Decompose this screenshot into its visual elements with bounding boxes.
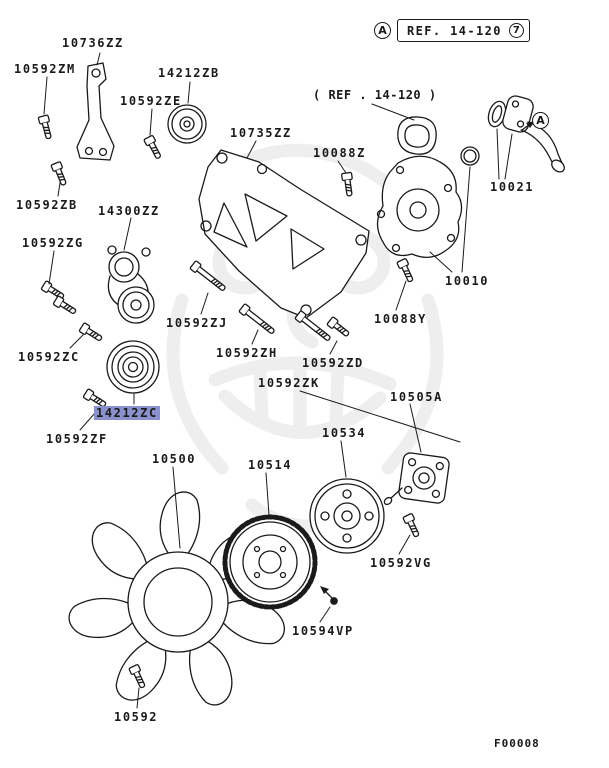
part-label[interactable]: 10088Z [313, 146, 366, 160]
ref-link-box[interactable]: REF. 14-120 7 [397, 19, 530, 42]
part-label[interactable]: 10736ZZ [62, 36, 124, 50]
part-label[interactable]: 10592ZH [216, 346, 278, 360]
part-label[interactable]: 10592ZM [14, 62, 76, 76]
inline-ref-note: ( REF . 14-120 ) [313, 88, 437, 102]
belt-tensioner-drawing [107, 245, 155, 324]
pipe-callout-a: A [532, 112, 549, 129]
leader-lines [43, 52, 513, 709]
part-label[interactable]: 10592ZJ [166, 316, 228, 330]
part-label[interactable]: 14212ZB [158, 66, 220, 80]
part-label[interactable]: 14300ZZ [98, 204, 160, 218]
ref-badge-a: A [374, 22, 391, 39]
part-label[interactable]: 10010 [445, 274, 490, 288]
part-label[interactable]: 10505A [390, 390, 443, 404]
o-ring-drawing [460, 146, 480, 166]
part-label[interactable]: 10514 [248, 458, 293, 472]
engine-bracket-drawing [198, 149, 370, 319]
part-label[interactable]: 10592ZD [302, 356, 364, 370]
part-label[interactable]: 10592ZG [22, 236, 84, 250]
fan-hub-drawing [383, 452, 450, 506]
part-label-highlighted[interactable]: 14212ZC [94, 406, 160, 420]
bolt-drawing [340, 171, 356, 198]
bolt-drawing [143, 134, 164, 161]
water-pump-drawing [376, 155, 463, 258]
part-label[interactable]: 10592ZB [16, 198, 78, 212]
part-label[interactable]: 10592ZC [18, 350, 80, 364]
part-label[interactable]: 10592ZE [120, 94, 182, 108]
part-label[interactable]: 10088Y [374, 312, 427, 326]
figure-code: F00008 [494, 737, 540, 750]
part-label[interactable]: 10592ZF [46, 432, 108, 446]
bolt-drawing [396, 257, 417, 284]
water-pump-gasket-drawing [397, 116, 437, 155]
small-pulley-drawing [167, 104, 207, 144]
part-label[interactable]: 10500 [152, 452, 197, 466]
ref-link-label: REF. 14-120 [407, 23, 502, 38]
stay-bracket-drawing [76, 62, 115, 161]
idler-pulley-drawing [106, 340, 160, 394]
part-label[interactable]: 10021 [490, 180, 535, 194]
bolt-drawing [402, 512, 423, 539]
part-label[interactable]: 10592ZK [258, 376, 320, 390]
part-label[interactable]: 10534 [322, 426, 367, 440]
part-label[interactable]: 10735ZZ [230, 126, 292, 140]
part-label[interactable]: 10592VG [370, 556, 432, 570]
cooling-fan-drawing [68, 491, 285, 706]
bolt-drawing [52, 294, 79, 317]
bolt-drawing [78, 321, 105, 344]
water-pipe-drawing [502, 95, 565, 173]
fan-clutch-drawing [222, 514, 318, 610]
part-label[interactable]: 10592 [114, 710, 159, 724]
bolt-drawing [37, 114, 55, 141]
water-pump-pulley-drawing [309, 478, 385, 554]
bolt-drawing [326, 315, 352, 340]
part-label[interactable]: 10594VP [292, 624, 354, 638]
bolt-drawings [37, 114, 423, 690]
ref-badge-7: 7 [508, 23, 524, 38]
